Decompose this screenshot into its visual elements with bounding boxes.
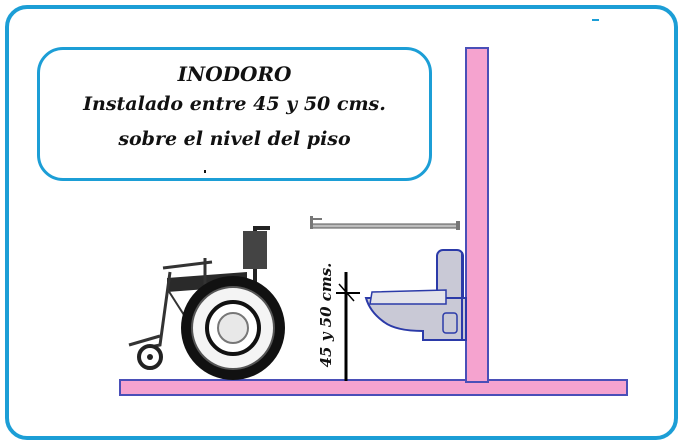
callout-box: INODORO Instalado entre 45 y 50 cms. sob…: [37, 47, 432, 181]
callout-title: INODORO: [177, 62, 292, 86]
wall-column: [465, 47, 489, 383]
corner-mark: [592, 19, 599, 21]
dot-mark: [204, 170, 206, 173]
toilet-icon: [364, 249, 467, 341]
callout-line-floor: sobre el nivel del piso: [118, 128, 351, 150]
height-dimension-line: [336, 272, 360, 381]
callout-line-height: Instalado entre 45 y 50 cms.: [83, 93, 386, 115]
wheelchair-icon: [128, 226, 285, 380]
floor-slab: [119, 379, 628, 396]
grab-bar-icon: [310, 216, 460, 230]
height-dimension-label: 45 y 50 cms.: [317, 262, 335, 368]
